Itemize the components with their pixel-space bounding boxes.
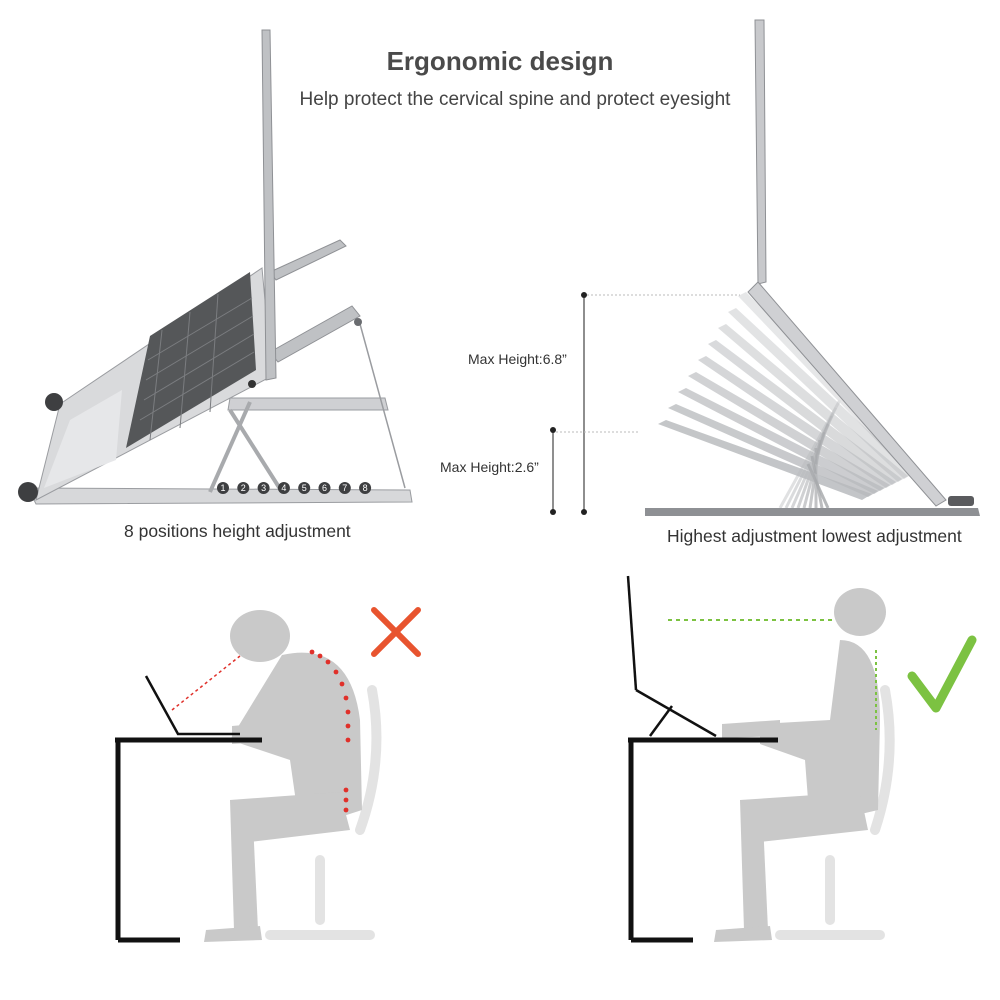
spine-dot [343, 797, 349, 803]
position-marker-5: 5 [298, 482, 311, 494]
page-title: Ergonomic design [386, 46, 614, 76]
spine-dot [345, 737, 351, 743]
position-marker-1: 1 [217, 482, 229, 494]
min-height-label: Max Height:2.6” [440, 459, 539, 475]
position-marker-6: 6 [318, 482, 331, 494]
spine-dot [325, 659, 331, 665]
left-caption: 8 positions height adjustment [124, 521, 351, 541]
checkmark-icon [907, 635, 977, 713]
position-markers: 1 2 3 4 5 6 7 8 [217, 482, 372, 494]
position-marker-label: 4 [281, 483, 286, 493]
position-marker-label: 6 [322, 483, 327, 493]
stand-position [658, 420, 872, 509]
max-height-label: Max Height:6.8” [468, 351, 567, 367]
spine-dot [309, 649, 315, 655]
spine-dot [333, 669, 339, 675]
position-marker-7: 7 [338, 482, 351, 494]
spine-dot [339, 681, 345, 687]
position-marker-4: 4 [277, 482, 290, 494]
right-caption: Highest adjustment lowest adjustment [667, 526, 962, 546]
cross-icon [371, 607, 421, 657]
position-marker-2: 2 [237, 482, 250, 494]
spine-dot [345, 723, 351, 729]
position-marker-8: 8 [359, 482, 372, 494]
bad-posture-scene [115, 607, 421, 943]
good-posture-scene [626, 575, 977, 943]
position-marker-label: 3 [261, 483, 266, 493]
laptop-stand-illustration: 1 2 3 4 5 6 7 8 [18, 29, 413, 505]
spine-dot [343, 695, 349, 701]
page-subtitle: Help protect the cervical spine and prot… [299, 89, 731, 110]
position-marker-label: 2 [241, 483, 246, 493]
spine-dot [345, 709, 351, 715]
spine-dot [317, 653, 323, 659]
position-marker-label: 8 [363, 483, 368, 493]
position-marker-label: 7 [342, 483, 347, 493]
spine-dot [343, 807, 349, 813]
height-range-illustration [550, 19, 980, 516]
position-marker-label: 1 [220, 483, 225, 493]
position-marker-label: 5 [302, 483, 307, 493]
spine-dot [343, 787, 349, 793]
position-marker-3: 3 [257, 482, 270, 494]
